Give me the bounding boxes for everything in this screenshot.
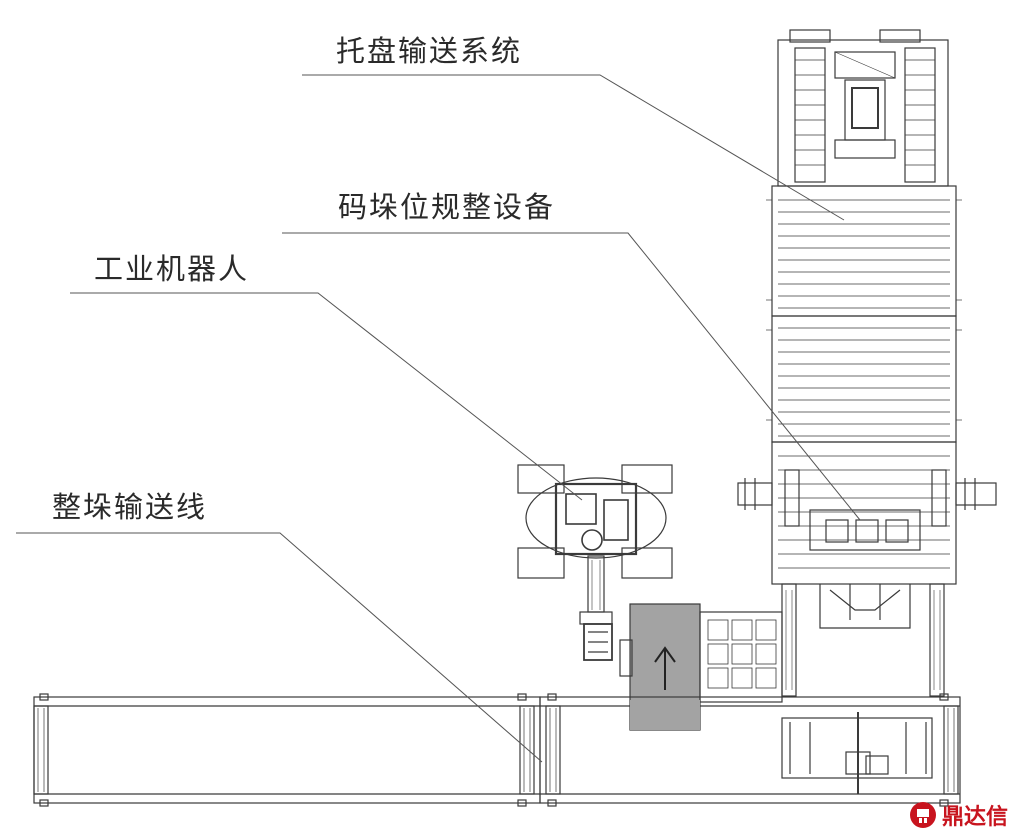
leader-line-stack-conveyor [16,532,543,763]
leader-line-stacking-adjuster [282,232,861,521]
label-stacking-adjuster-equipment: 码垛位规整设备 [338,190,556,224]
stack-conveyor-line-unit [33,693,961,807]
leader-line-pallet-conveyor [302,74,845,221]
leader-line-industrial-robot [70,292,583,501]
pallet-conveyor-unit [777,29,949,187]
stacking-adjuster-unit [737,185,997,697]
industrial-robot-unit [517,464,673,661]
label-industrial-robot: 工业机器人 [94,252,250,286]
logo-icon [909,802,936,828]
label-stack-conveyor-line: 整垛输送线 [52,490,208,524]
watermark-text: 鼎达信 [941,805,1008,830]
watermark-logo: 鼎达信 [908,798,1008,832]
label-pallet-conveyor-system: 托盘输送系统 [336,34,523,68]
